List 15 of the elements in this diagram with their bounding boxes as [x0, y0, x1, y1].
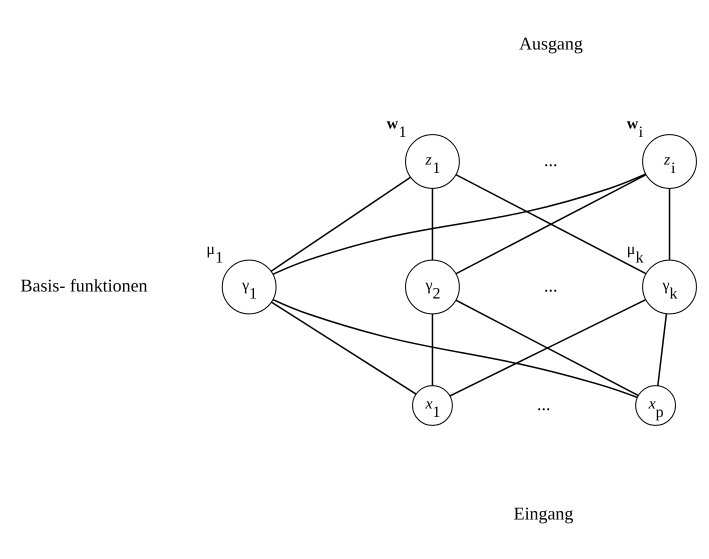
connector	[272, 298, 638, 398]
connector	[271, 301, 416, 394]
connector	[456, 174, 646, 274]
connector	[657, 313, 668, 386]
label: Ausgang	[519, 32, 583, 53]
label: Basis- funktionen	[20, 274, 148, 295]
label: ...	[544, 274, 558, 295]
connector	[432, 314, 434, 385]
connector	[668, 188, 670, 260]
label: ...	[544, 149, 558, 170]
connector	[272, 172, 646, 274]
connector	[270, 176, 411, 272]
label: Eingang	[514, 502, 574, 523]
label: ...	[537, 393, 550, 414]
connector	[432, 188, 434, 260]
